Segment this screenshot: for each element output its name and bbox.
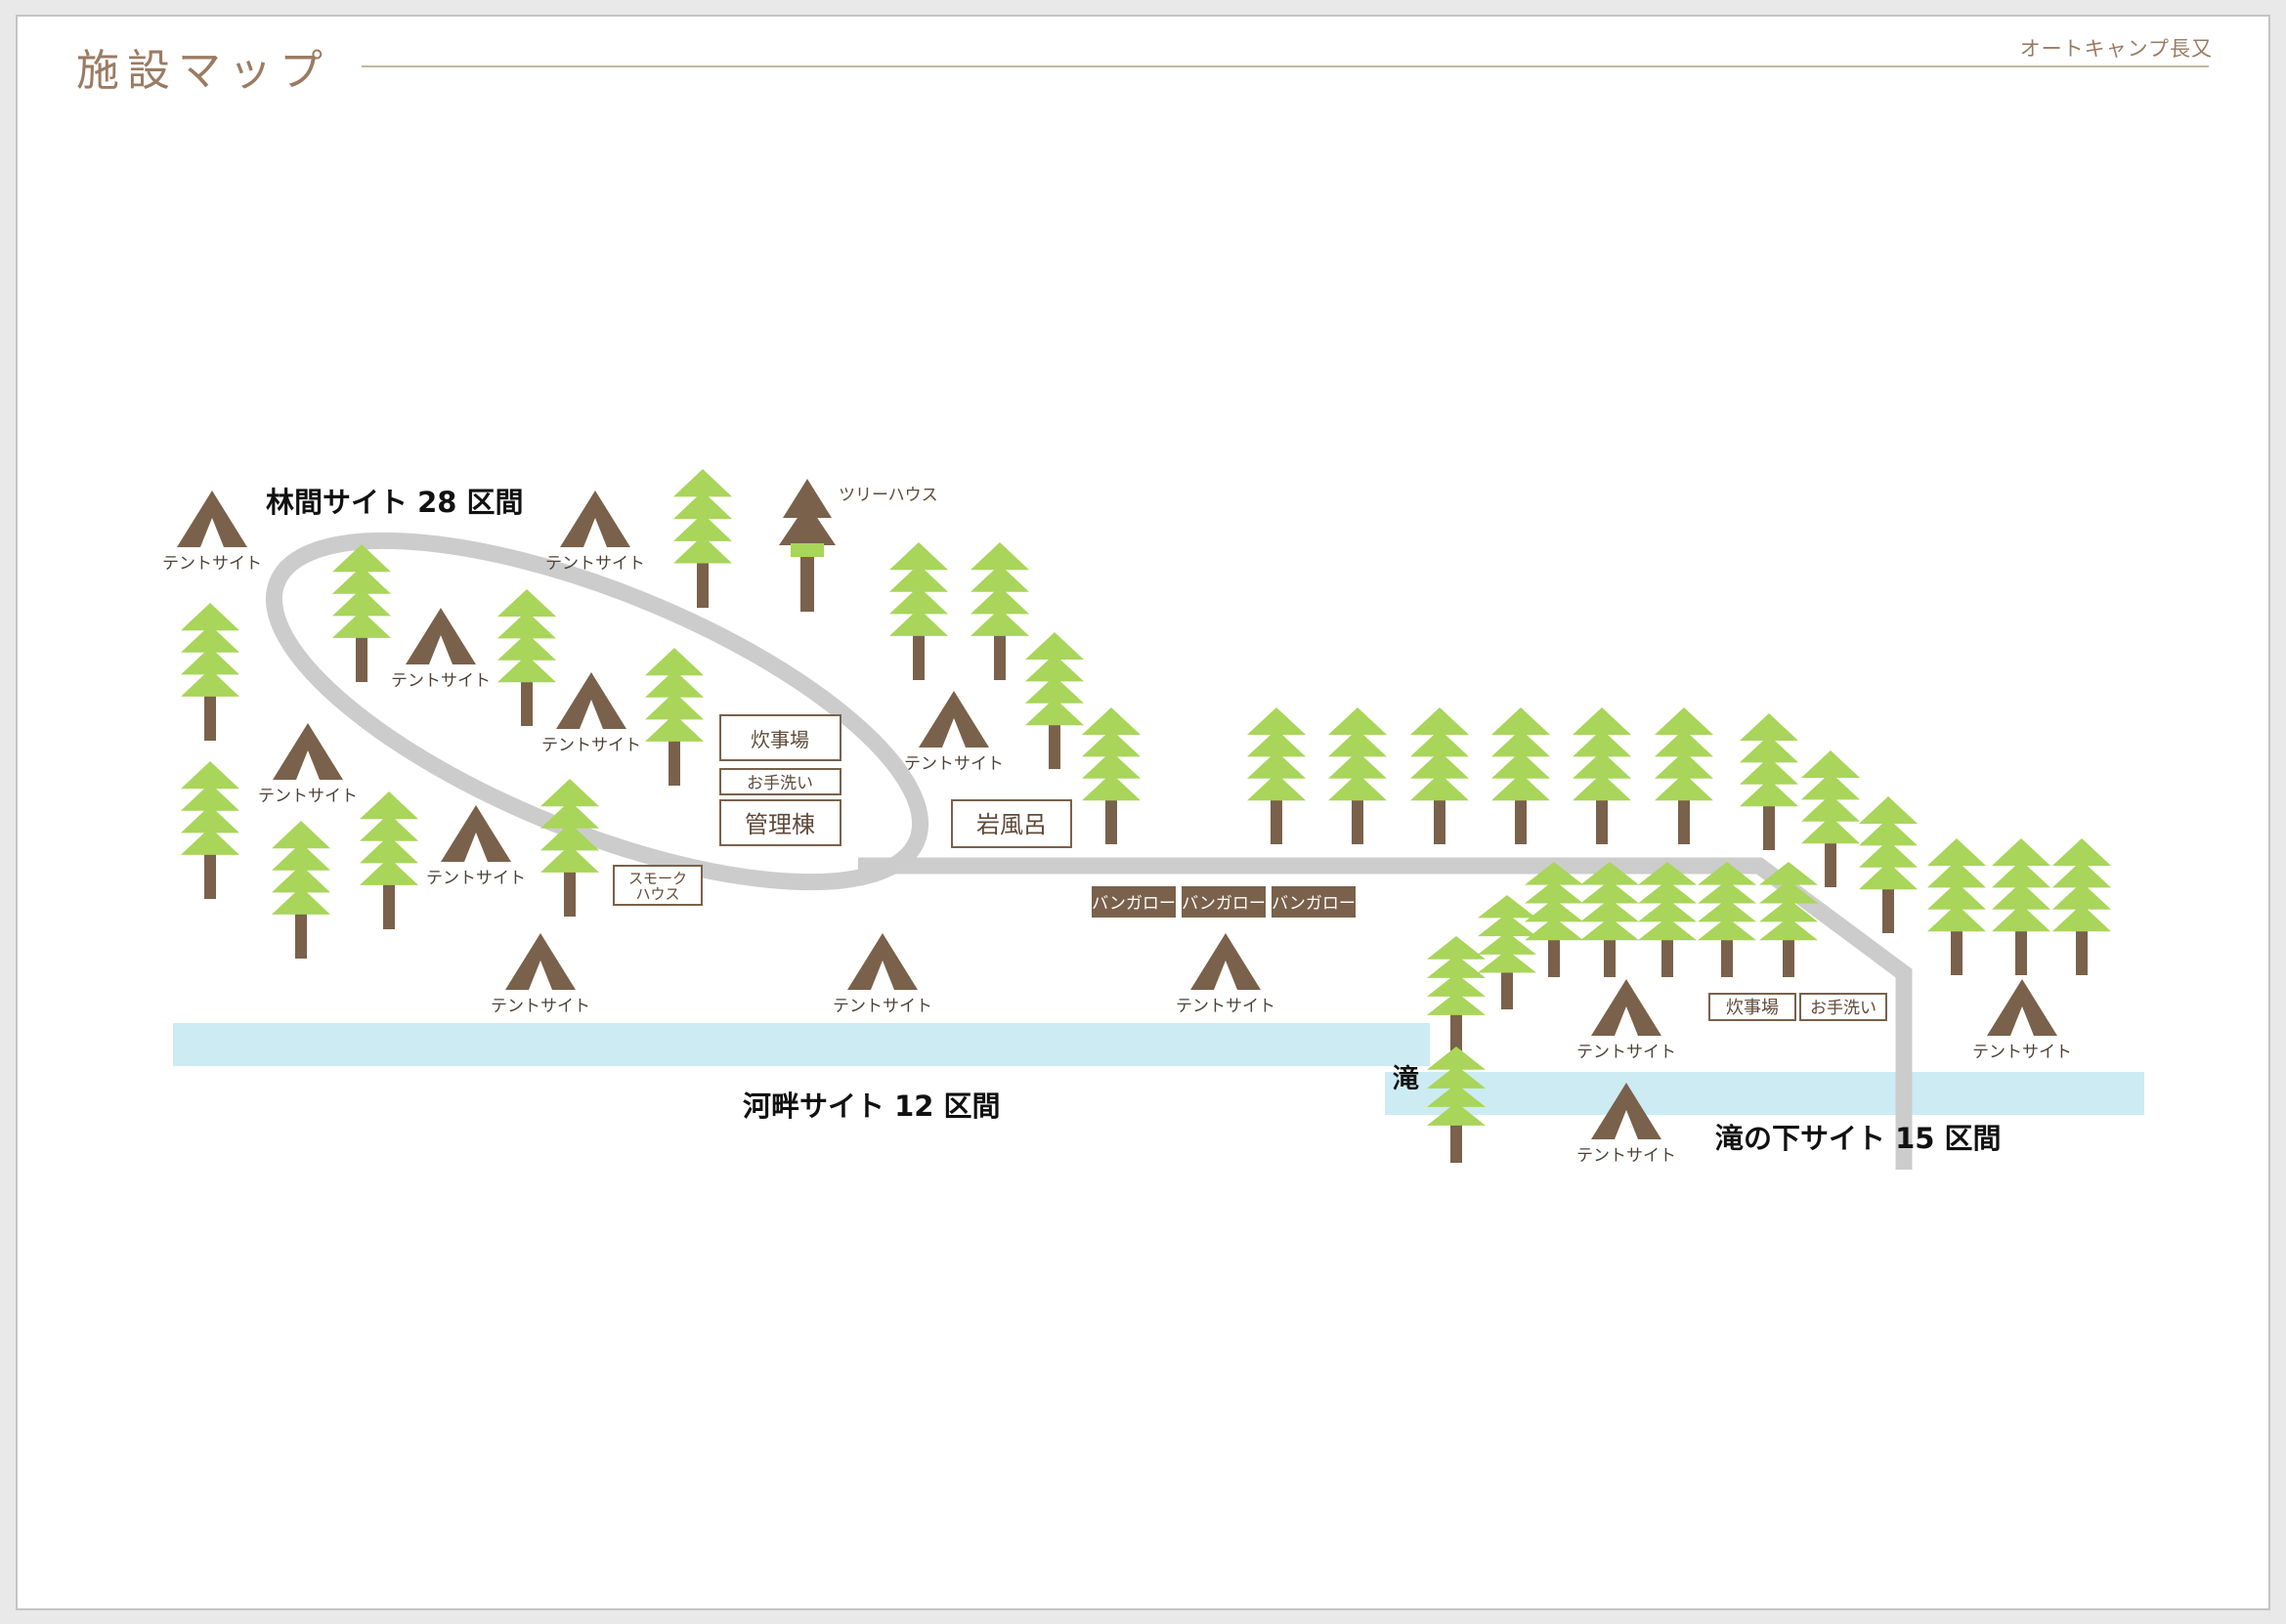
tree-icon: [1698, 862, 1756, 977]
tent-site-label: テントサイト: [1972, 1043, 2072, 1062]
tent-site: テントサイト: [541, 672, 641, 755]
bungalow: バンガロー: [1272, 886, 1356, 918]
tent-site: テントサイト: [1972, 979, 2072, 1062]
tent-site: テントサイト: [545, 491, 645, 574]
tent-site-label: テントサイト: [1176, 997, 1275, 1016]
tent-site: テントサイト: [1576, 979, 1676, 1062]
tent-site-label: テントサイト: [491, 997, 590, 1016]
tree-icon: [332, 544, 391, 682]
tree-icon: [889, 542, 948, 680]
tent-site: テントサイト: [1576, 1083, 1676, 1166]
tree-icon: [970, 542, 1029, 680]
tree-icon: [1859, 796, 1918, 933]
tree-icon: [1655, 707, 1713, 844]
tent-site-label: テントサイト: [545, 554, 645, 574]
washroom-label-2: お手洗い: [1810, 999, 1876, 1018]
forest-site-label: 林間サイト 28 区間: [266, 486, 524, 519]
tree-icon: [1478, 895, 1536, 1009]
bungalow: バンガロー: [1182, 886, 1266, 918]
tree-icon: [1638, 862, 1697, 977]
treehouse-label: ツリーハウス: [839, 486, 938, 505]
tent-site-label: テントサイト: [833, 997, 932, 1016]
tent-site: テントサイト: [426, 805, 526, 888]
washroom-box-2: [1799, 993, 1887, 1021]
tent-site: テントサイト: [904, 691, 1004, 774]
tree-icon: [1992, 838, 2050, 975]
tree-icon: [1427, 936, 1486, 1052]
tent-site: テントサイト: [258, 723, 358, 806]
tree-icon: [360, 791, 418, 929]
title-divider: [362, 65, 2209, 67]
tree-icon: [181, 603, 239, 741]
tree-icon: [1573, 707, 1631, 844]
cooking-area-box-2: [1708, 993, 1796, 1021]
tree-icon: [1247, 707, 1306, 844]
rock-bath-label: 岩風呂: [976, 811, 1047, 838]
tree-icon: [1580, 862, 1639, 977]
tent-site-label: テントサイト: [1576, 1146, 1676, 1166]
brand-name: オートキャンプ長又: [2019, 37, 2213, 61]
tree-icon: [1328, 707, 1387, 844]
washroom-box: [719, 768, 841, 795]
tree-icon: [1801, 750, 1860, 887]
tree-icon: [181, 761, 239, 899]
below-falls-site-label: 滝の下サイト 15 区間: [1715, 1122, 2002, 1155]
smokehouse-label: スモーク: [628, 870, 687, 887]
bungalows-layer: バンガローバンガローバンガロー: [1092, 886, 1356, 918]
tent-site-label: テントサイト: [391, 671, 491, 691]
riverside-site-label: 河畔サイト 12 区間: [743, 1090, 1001, 1123]
cooking-area-label: 炊事場: [751, 728, 809, 751]
tree-icon: [540, 779, 599, 917]
bungalow-label: バンガロー: [1272, 894, 1356, 914]
tree-icon: [673, 469, 732, 608]
main-road: [858, 857, 1913, 1170]
cooking-area-label-2: 炊事場: [1726, 998, 1779, 1018]
tree-icon: [1082, 707, 1141, 844]
tent-site: テントサイト: [491, 933, 590, 1016]
tent-site-label: テントサイト: [162, 554, 262, 574]
bungalow-label: バンガロー: [1182, 894, 1266, 914]
tent-site: テントサイト: [833, 933, 932, 1016]
tent-site-label: テントサイト: [541, 736, 641, 755]
tree-icon: [1740, 713, 1798, 850]
tent-site: テントサイト: [391, 608, 491, 691]
tree-icon: [1410, 707, 1469, 844]
tent-site-label: テントサイト: [258, 787, 358, 806]
cooking-area-box: [719, 714, 841, 761]
washroom-label: お手洗い: [747, 774, 813, 793]
tree-icon: [1759, 862, 1818, 977]
tent-site-label: テントサイト: [904, 754, 1004, 774]
waterfall-label: 滝: [1393, 1064, 1419, 1094]
management-building-box: [719, 799, 841, 846]
tent-site: テントサイト: [1176, 933, 1275, 1016]
tent-site-label: テントサイト: [426, 869, 526, 888]
river-upper: [173, 1023, 1430, 1066]
bungalow-label: バンガロー: [1092, 894, 1176, 914]
bungalow: バンガロー: [1092, 886, 1176, 918]
river-lower: [1385, 1072, 2144, 1115]
treehouse-icon: [779, 479, 836, 612]
tree-icon: [1025, 632, 1084, 769]
tree-icon: [1427, 1047, 1486, 1163]
tent-site-label: テントサイト: [1576, 1043, 1676, 1062]
tent-site: テントサイト: [162, 491, 262, 574]
tree-icon: [1525, 862, 1583, 977]
tree-icon: [2052, 838, 2111, 975]
smokehouse-box: [613, 865, 703, 906]
tent-sites-layer: テントサイトテントサイトテントサイトテントサイトテントサイトテントサイトテントサ…: [162, 491, 2072, 1166]
management-building-label: 管理棟: [745, 811, 815, 838]
tree-icon: [272, 821, 330, 959]
rock-bath-box: [951, 799, 1072, 848]
trees-layer: [181, 469, 2111, 1163]
smokehouse-label-line2: ハウス: [635, 885, 679, 903]
tree-icon: [1927, 838, 1986, 975]
page-title: 施設マップ: [76, 46, 330, 96]
tree-icon: [645, 648, 704, 786]
tree-icon: [497, 589, 556, 726]
tree-icon: [1491, 707, 1550, 844]
